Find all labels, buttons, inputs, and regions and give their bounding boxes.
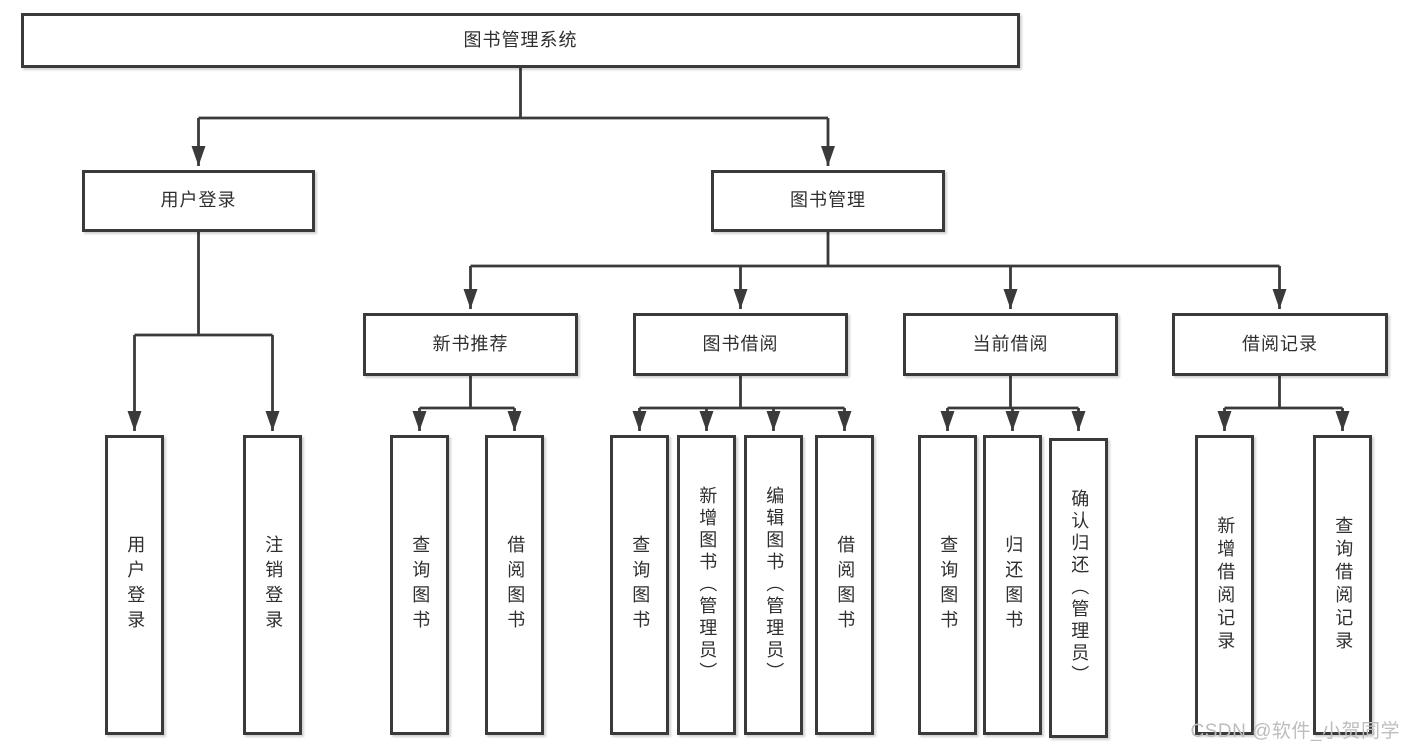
leaf-add-record-label: 新增借阅记录	[1215, 516, 1236, 654]
edge-current-borrow-split	[947, 376, 1079, 410]
leaf-borrow-books-b: 借阅图书	[815, 435, 874, 735]
edge-book-borrow-split	[639, 376, 845, 410]
leaf-add-book-label: 新增图书（管理员）	[697, 486, 718, 684]
leaf-borrow-books-a: 借阅图书	[485, 435, 544, 735]
leaf-query-books-a-label: 查询图书	[410, 535, 431, 635]
edge-new-book-split	[419, 376, 515, 410]
node-borrow-records: 借阅记录	[1172, 313, 1388, 376]
node-current-borrow: 当前借阅	[903, 313, 1118, 376]
leaf-logout: 注销登录	[243, 435, 302, 735]
edge-borrow-records-split	[1224, 376, 1343, 410]
node-borrow-records-label: 借阅记录	[1242, 333, 1318, 354]
node-new-book-recommend: 新书推荐	[363, 313, 578, 376]
leaf-query-books-c-label: 查询图书	[938, 535, 959, 635]
edge-book-mgmt-split	[470, 232, 1280, 268]
node-user-login: 用户登录	[82, 170, 315, 232]
leaf-borrow-books-a-label: 借阅图书	[505, 535, 526, 635]
node-user-login-label: 用户登录	[160, 190, 237, 211]
leaf-user-login-label: 用户登录	[125, 535, 146, 635]
leaf-edit-book: 编辑图书（管理员）	[744, 435, 803, 735]
leaf-edit-book-label: 编辑图书（管理员）	[764, 486, 785, 684]
leaf-query-books-c: 查询图书	[918, 435, 977, 735]
leaf-add-record: 新增借阅记录	[1195, 435, 1254, 735]
leaf-query-record: 查询借阅记录	[1313, 435, 1372, 735]
leaf-confirm-return: 确认归还（管理员）	[1049, 438, 1108, 738]
node-root-label: 图书管理系统	[463, 29, 578, 50]
leaf-return-book-label: 归还图书	[1003, 535, 1024, 635]
node-book-borrow: 图书借阅	[633, 313, 848, 376]
leaf-query-books-b: 查询图书	[610, 435, 669, 735]
node-book-mgmt: 图书管理	[711, 170, 945, 232]
leaf-borrow-books-b-label: 借阅图书	[835, 535, 856, 635]
leaf-query-books-b-label: 查询图书	[630, 535, 651, 635]
node-root: 图书管理系统	[21, 13, 1020, 68]
node-book-mgmt-label: 图书管理	[790, 190, 866, 211]
leaf-logout-label: 注销登录	[263, 535, 284, 635]
leaf-query-record-label: 查询借阅记录	[1333, 516, 1354, 654]
csdn-watermark: CSDN @软件_小贺同学	[1190, 721, 1400, 742]
leaf-add-book: 新增图书（管理员）	[677, 435, 736, 735]
leaf-confirm-return-label: 确认归还（管理员）	[1069, 489, 1090, 687]
edge-user-login-split	[134, 232, 273, 337]
node-current-borrow-label: 当前借阅	[972, 333, 1049, 354]
leaf-user-login: 用户登录	[105, 435, 164, 735]
edge-root-split	[198, 68, 828, 120]
leaf-query-books-a: 查询图书	[390, 435, 449, 735]
node-new-book-recommend-label: 新书推荐	[432, 333, 509, 354]
node-book-borrow-label: 图书借阅	[702, 333, 779, 354]
leaf-return-book: 归还图书	[983, 435, 1042, 735]
